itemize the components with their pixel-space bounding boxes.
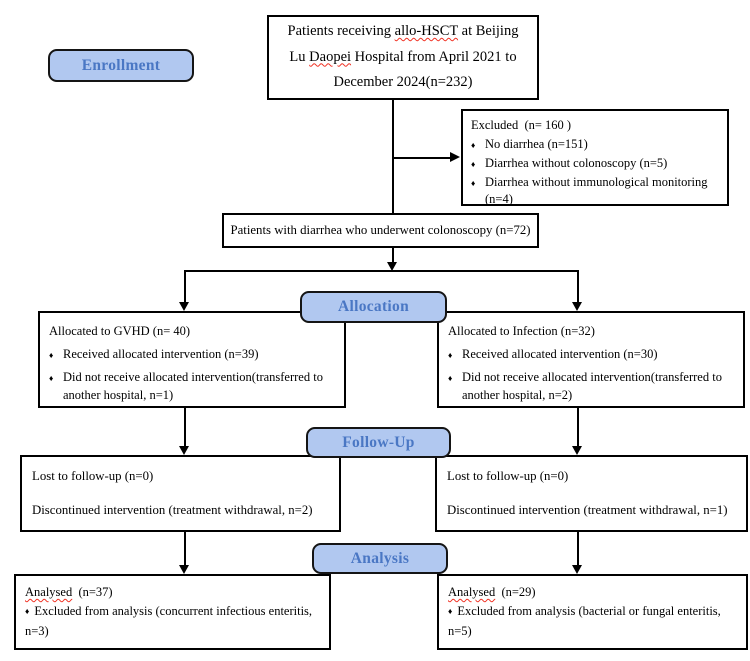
diamond-bullet-icon: ♦ xyxy=(448,373,453,384)
connector-branch-right xyxy=(577,270,579,303)
analysed-title: Analysed (n=37) xyxy=(25,585,113,599)
analysis-item: ♦Excluded from analysis (bacterial or fu… xyxy=(448,604,724,638)
spellcheck-flagged-text: Analysed xyxy=(25,585,73,599)
arrow-down-icon xyxy=(572,565,582,574)
allocation-badge: Allocation xyxy=(300,291,447,323)
diamond-bullet-icon: ♦ xyxy=(471,158,476,169)
allocation-infection-title: Allocated to Infection (n=32) xyxy=(448,324,595,338)
top-box-line2: Lu Daopei Hospital from April 2021 to xyxy=(289,48,517,65)
followup-right-box: Lost to follow-up (n=0) Discontinued int… xyxy=(435,455,748,532)
allocation-badge-label: Allocation xyxy=(337,298,410,315)
arrow-down-icon xyxy=(387,262,397,271)
arrow-down-icon xyxy=(179,302,189,311)
excluded-title: Excluded (n= 160 ) xyxy=(471,118,572,132)
colonoscopy-text: Patients with diarrhea who underwent col… xyxy=(230,223,531,238)
allocation-item: ♦ Received allocated intervention (n=39) xyxy=(49,345,335,363)
followup-left-box: Lost to follow-up (n=0) Discontinued int… xyxy=(20,455,341,532)
connector-fu-to-analysis-left xyxy=(184,532,186,566)
enrollment-badge-label: Enrollment xyxy=(81,56,161,74)
diamond-bullet-icon: ♦ xyxy=(448,350,453,361)
excluded-item: ♦ Diarrhea without immunological monitor… xyxy=(471,174,711,206)
diamond-bullet-icon: ♦ xyxy=(448,606,453,617)
allocation-item: ♦ Did not receive allocated intervention… xyxy=(49,368,335,404)
discontinued-text: Discontinued intervention (treatment wit… xyxy=(32,502,313,517)
connector-branch-left xyxy=(184,270,186,303)
lost-to-followup-text: Lost to follow-up (n=0) xyxy=(32,469,154,483)
connector-colonoscopy-to-branch xyxy=(392,248,394,264)
diamond-bullet-icon: ♦ xyxy=(471,139,476,150)
allocation-item: ♦ Did not receive allocated intervention… xyxy=(448,368,734,404)
diamond-bullet-icon: ♦ xyxy=(49,350,54,361)
diamond-bullet-icon: ♦ xyxy=(471,177,476,188)
top-box-line3: December 2024(n=232) xyxy=(333,74,473,91)
colonoscopy-box: Patients with diarrhea who underwent col… xyxy=(222,213,539,248)
connector-to-excluded xyxy=(392,157,450,159)
arrow-down-icon xyxy=(572,446,582,455)
allocation-gvhd-title: Allocated to GVHD (n= 40) xyxy=(49,324,191,338)
followup-badge: Follow-Up xyxy=(306,427,451,458)
analysed-title: Analysed (n=29) xyxy=(448,585,536,599)
analysis-item: ♦Excluded from analysis (concurrent infe… xyxy=(25,604,316,638)
spellcheck-flagged-text: Daopei xyxy=(309,48,352,65)
allocation-gvhd-box: Allocated to GVHD (n= 40) ♦ Received all… xyxy=(38,311,346,408)
connector-fu-to-analysis-right xyxy=(577,532,579,566)
arrow-down-icon xyxy=(179,565,189,574)
excluded-item: ♦ No diarrhea (n=151) xyxy=(471,136,588,151)
analysis-right-box: Analysed (n=29) ♦Excluded from analysis … xyxy=(437,574,748,650)
diamond-bullet-icon: ♦ xyxy=(49,373,54,384)
analysis-badge: Analysis xyxy=(312,543,448,574)
top-population-box: Patients receiving allo-HSCT at Beijing … xyxy=(267,15,539,100)
analysis-badge-label: Analysis xyxy=(350,549,410,567)
top-box-line1: Patients receiving allo-HSCT at Beijing xyxy=(287,22,519,39)
diamond-bullet-icon: ♦ xyxy=(25,606,30,617)
connector-alloc-to-fu-right xyxy=(577,408,579,447)
analysis-left-box: Analysed (n=37) ♦Excluded from analysis … xyxy=(14,574,331,650)
connector-top-to-colonoscopy xyxy=(392,100,394,213)
arrow-down-icon xyxy=(179,446,189,455)
followup-badge-label: Follow-Up xyxy=(342,433,415,451)
arrow-down-icon xyxy=(572,302,582,311)
spellcheck-flagged-text: Analysed xyxy=(448,585,496,599)
spellcheck-flagged-text: allo-HSCT xyxy=(394,22,459,39)
excluded-box: Excluded (n= 160 ) ♦ No diarrhea (n=151)… xyxy=(461,109,729,206)
enrollment-badge: Enrollment xyxy=(48,49,194,82)
connector-alloc-to-fu-left xyxy=(184,408,186,447)
lost-to-followup-text: Lost to follow-up (n=0) xyxy=(447,469,569,483)
allocation-item: ♦ Received allocated intervention (n=30) xyxy=(448,345,734,363)
arrow-right-icon xyxy=(450,152,460,162)
discontinued-text: Discontinued intervention (treatment wit… xyxy=(447,502,728,517)
excluded-item: ♦ Diarrhea without colonoscopy (n=5) xyxy=(471,155,668,170)
allocation-infection-box: Allocated to Infection (n=32) ♦ Received… xyxy=(437,311,745,408)
branch-line xyxy=(184,270,579,272)
